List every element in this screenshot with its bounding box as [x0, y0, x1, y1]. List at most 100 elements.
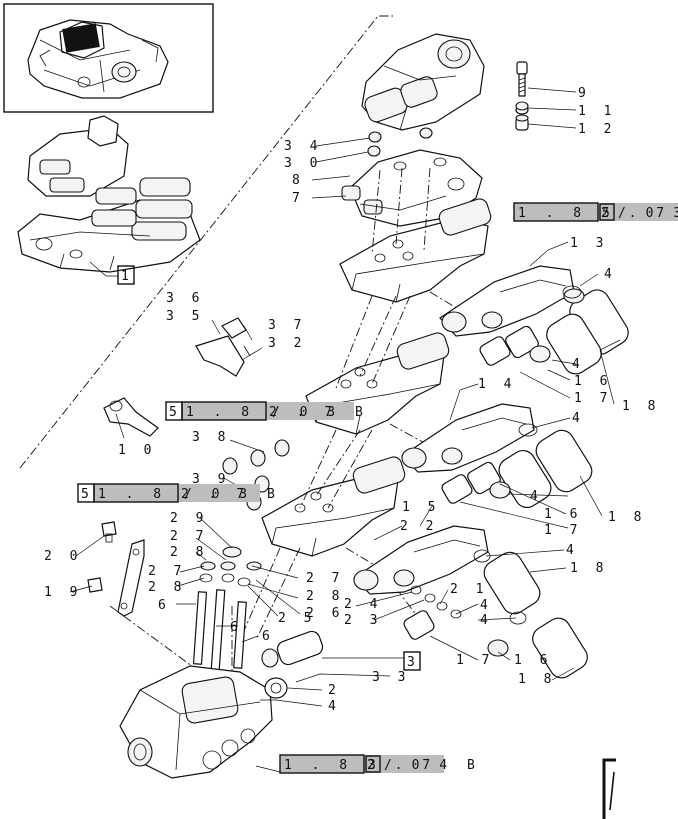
callout-15: 1 5 [402, 500, 440, 515]
callout-7: 7 [292, 191, 305, 206]
callout-24: 2 4 [344, 597, 382, 612]
callout-25: 2 5 [278, 611, 316, 626]
ref-bottom-box-label: 3 [368, 758, 382, 773]
guide-line-left [19, 15, 393, 469]
assembly-1-box [117, 265, 135, 285]
callout-28a: 2 8 [170, 545, 208, 560]
ref-top-text: 1 . 8 2 . 7 [518, 206, 670, 221]
ref-left-prefix: 5 [81, 487, 95, 502]
ref-bottom-box [365, 755, 381, 773]
ref-bottom-highlight [280, 755, 444, 773]
assembled-valve-stack [17, 115, 201, 277]
callout-32: 3 2 [268, 336, 306, 351]
callout-6b: 6 [230, 620, 243, 635]
bushing-12 [515, 114, 529, 131]
valve-section-3 [261, 456, 406, 557]
seal-34 [368, 131, 382, 143]
callout-36: 3 6 [166, 291, 204, 306]
valve-section-1 [339, 198, 492, 303]
spool-16-a [505, 325, 539, 359]
callout-17c: 1 7 [456, 653, 494, 668]
seal-30 [367, 145, 381, 157]
ref-left[interactable]: 5 1 . 8 2 . 7 / 0 3 B [77, 483, 281, 503]
callout-30: 3 0 [284, 156, 322, 171]
assembly-3-label: 3 [407, 655, 420, 670]
ref-mid-suffix: / 0 3 B [272, 405, 369, 420]
ref-mid[interactable]: 5 1 . 8 2 . 7 / 0 3 B [165, 401, 369, 421]
callout-11: 1 1 [578, 104, 616, 119]
plug-2 [264, 677, 288, 699]
ref-top-suffix: / 0 3 [618, 206, 678, 221]
ref-bottom-frame [279, 754, 365, 774]
callout-4h: 4 [328, 699, 341, 714]
callout-26: 2 6 [306, 606, 344, 621]
callout-18a: 1 8 [622, 399, 660, 414]
bracket-19 [117, 539, 145, 617]
screw-20a [101, 521, 117, 543]
screw-20b [87, 577, 103, 593]
callout-37: 3 7 [268, 318, 306, 333]
callout-16b: 1 6 [544, 507, 582, 522]
washer-11-top [515, 101, 529, 111]
relief-valve-33 [261, 630, 324, 668]
assembly-1-label: 1 [121, 269, 134, 284]
callout-17b: 1 7 [544, 523, 582, 538]
callout-13: 1 3 [570, 236, 608, 251]
screw-9 [516, 61, 528, 97]
callout-18c: 1 8 [570, 561, 608, 576]
callout-38: 3 8 [192, 430, 230, 445]
plug-17-c [403, 610, 509, 657]
callout-16a: 1 6 [574, 374, 612, 389]
callout-33: 3 3 [372, 670, 410, 685]
ref-bottom[interactable]: 1 . 8 2 . 7 3 / 0 4 B [279, 754, 481, 774]
callout-18b: 1 8 [608, 510, 646, 525]
ref-left-suffix: / 0 3 B [184, 487, 281, 502]
seal-4c [518, 423, 538, 437]
handle-35-36 [195, 317, 251, 377]
handle-10 [103, 397, 159, 437]
callout-4g: 4 [480, 613, 493, 628]
ref-top[interactable]: 1 . 8 2 . 7 5 / 0 3 [513, 202, 678, 222]
callout-10: 1 0 [118, 443, 156, 458]
cap-18-low-a [483, 551, 541, 615]
ref-mid-prefix: 5 [169, 405, 183, 420]
callout-27c: 2 7 [306, 571, 344, 586]
callout-12: 1 2 [578, 122, 616, 137]
callout-28c: 2 8 [306, 589, 344, 604]
seal-4a [562, 285, 582, 299]
ref-top-box-label: 5 [602, 206, 616, 221]
callout-6c: 6 [262, 629, 275, 644]
callout-34: 3 4 [284, 139, 322, 154]
callout-22: 2 2 [400, 519, 438, 534]
callout-27b: 2 7 [148, 564, 186, 579]
callout-16c: 1 6 [514, 653, 552, 668]
callout-4d: 4 [530, 489, 543, 504]
lever-housing-13 [439, 265, 575, 337]
callout-4b: 4 [572, 357, 585, 372]
callout-18d: 1 8 [518, 672, 556, 687]
cap-18-top-b [546, 313, 602, 375]
callout-23: 2 3 [344, 613, 382, 628]
callout-14: 1 4 [478, 377, 516, 392]
page-corner-bracket-icon [602, 758, 616, 819]
ref-bottom-suffix: / 0 4 B [384, 758, 481, 773]
callout-29: 2 9 [170, 511, 208, 526]
ref-left-text: 1 . 8 2 . 7 [98, 487, 250, 502]
callout-28b: 2 8 [148, 580, 186, 595]
callout-8: 8 [292, 173, 305, 188]
ref-left-highlight [94, 484, 260, 502]
plug-17-b [441, 474, 511, 504]
valve-assembly-thumbnail-icon [3, 3, 214, 113]
ref-top-frame [513, 202, 599, 222]
callout-39: 3 9 [192, 472, 230, 487]
seals-25-28 [199, 546, 262, 587]
ref-top-highlight [514, 203, 678, 221]
ref-top-box [599, 203, 615, 221]
ref-mid-text: 1 . 8 2 . 7 [186, 405, 338, 420]
callout-6a: 6 [158, 598, 171, 613]
ref-left-frame [93, 483, 179, 503]
seal-34b [419, 127, 433, 139]
studs-6 [192, 589, 247, 671]
cap-18-mid-a [535, 429, 593, 493]
callout-21: 2 1 [450, 582, 488, 597]
